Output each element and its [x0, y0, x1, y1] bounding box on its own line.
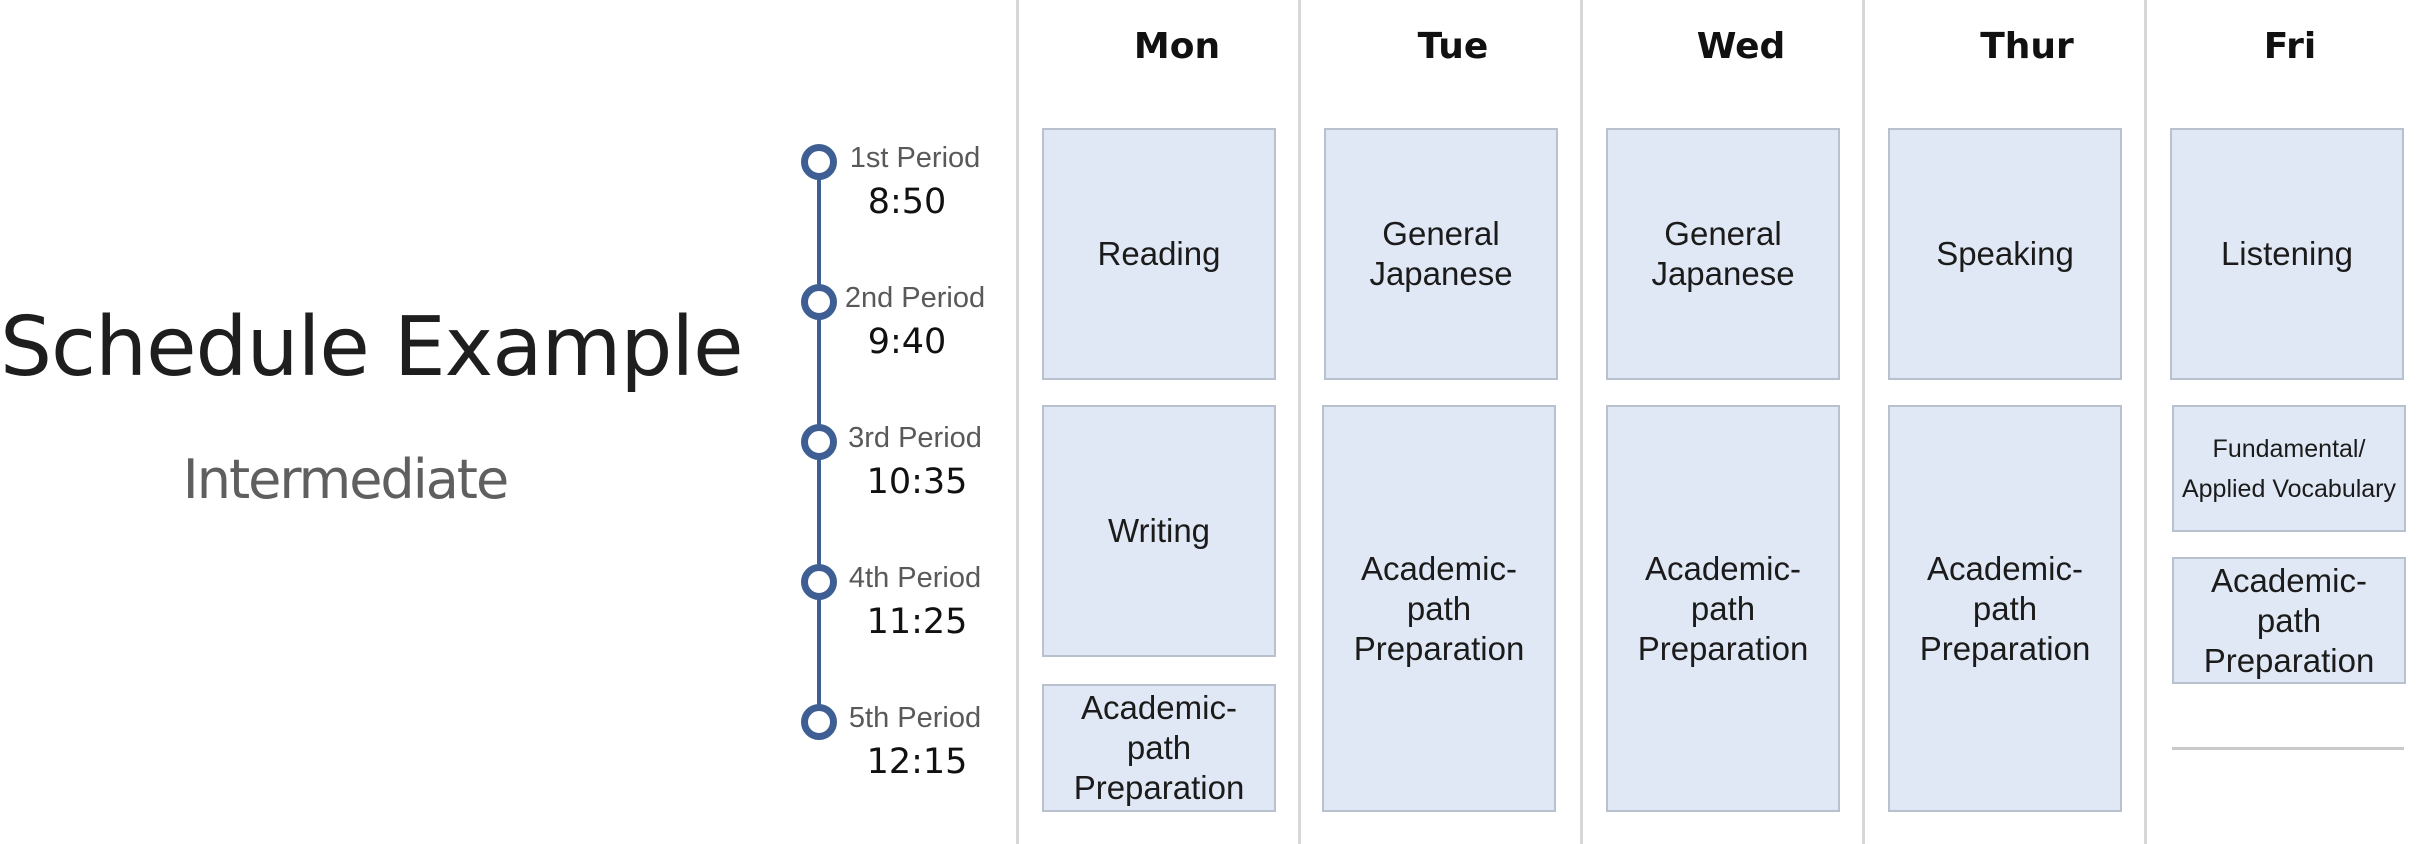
class-label: Academic-path Preparation: [1073, 689, 1245, 806]
class-label: Reading: [1097, 235, 1221, 272]
class-block-fri-2: Fundamental/ Applied Vocabulary: [2172, 405, 2406, 532]
period-3-marker-icon: [801, 424, 837, 460]
period-4-name: 4th Period: [848, 562, 982, 594]
column-divider: [1580, 0, 1583, 844]
class-block-thur-2: Academic-path Preparation: [1888, 405, 2122, 812]
level-subtitle: Intermediate: [182, 448, 509, 511]
day-header-thur: Thur: [1980, 26, 2074, 67]
class-block-tue-1: General Japanese: [1324, 128, 1558, 380]
class-label: Speaking: [1936, 235, 2074, 272]
day-header-tue: Tue: [1417, 26, 1489, 67]
period-1-name: 1st Period: [849, 142, 981, 174]
period-5-marker-icon: [801, 704, 837, 740]
column-divider: [1298, 0, 1301, 844]
class-label: Academic-path Preparation: [1637, 549, 1809, 667]
class-block-thur-1: Speaking: [1888, 128, 2122, 380]
period-1-marker-icon: [801, 144, 837, 180]
day-header-fri: Fri: [2263, 26, 2317, 67]
class-label: Academic-path Preparation: [1919, 549, 2091, 667]
period-3-time: 10:35: [866, 462, 968, 502]
class-label: Fundamental/ Applied Vocabulary: [2181, 434, 2397, 503]
column-divider: [2144, 0, 2147, 844]
class-block-fri-1: Listening: [2170, 128, 2404, 380]
class-label: General Japanese: [1651, 215, 1795, 292]
class-label: Academic-path Preparation: [2203, 561, 2375, 679]
column-divider: [1862, 0, 1865, 844]
empty-slot-divider: [2172, 747, 2404, 750]
class-block-tue-2: Academic-path Preparation: [1322, 405, 1556, 812]
class-block-mon-1: Reading: [1042, 128, 1276, 380]
period-1-time: 8:50: [867, 182, 947, 222]
class-label: Writing: [1107, 512, 1211, 549]
period-4-marker-icon: [801, 564, 837, 600]
class-label: Listening: [2220, 235, 2354, 272]
class-block-wed-1: General Japanese: [1606, 128, 1840, 380]
period-5-name: 5th Period: [848, 702, 982, 734]
period-2-marker-icon: [801, 284, 837, 320]
class-label: Academic-path Preparation: [1353, 549, 1525, 667]
page-title: Schedule Example: [0, 300, 744, 395]
class-block-wed-2: Academic-path Preparation: [1606, 405, 1840, 812]
class-block-mon-3: Academic-path Preparation: [1042, 684, 1276, 812]
period-2-name: 2nd Period: [844, 282, 986, 314]
period-2-time: 9:40: [867, 322, 947, 362]
period-4-time: 11:25: [866, 602, 968, 642]
day-header-wed: Wed: [1696, 26, 1786, 67]
class-label: General Japanese: [1369, 215, 1513, 292]
period-5-time: 12:15: [866, 742, 968, 782]
period-3-name: 3rd Period: [848, 422, 982, 454]
class-block-fri-3: Academic-path Preparation: [2172, 557, 2406, 684]
column-divider: [1016, 0, 1019, 844]
class-block-mon-2: Writing: [1042, 405, 1276, 657]
day-header-mon: Mon: [1133, 26, 1221, 67]
